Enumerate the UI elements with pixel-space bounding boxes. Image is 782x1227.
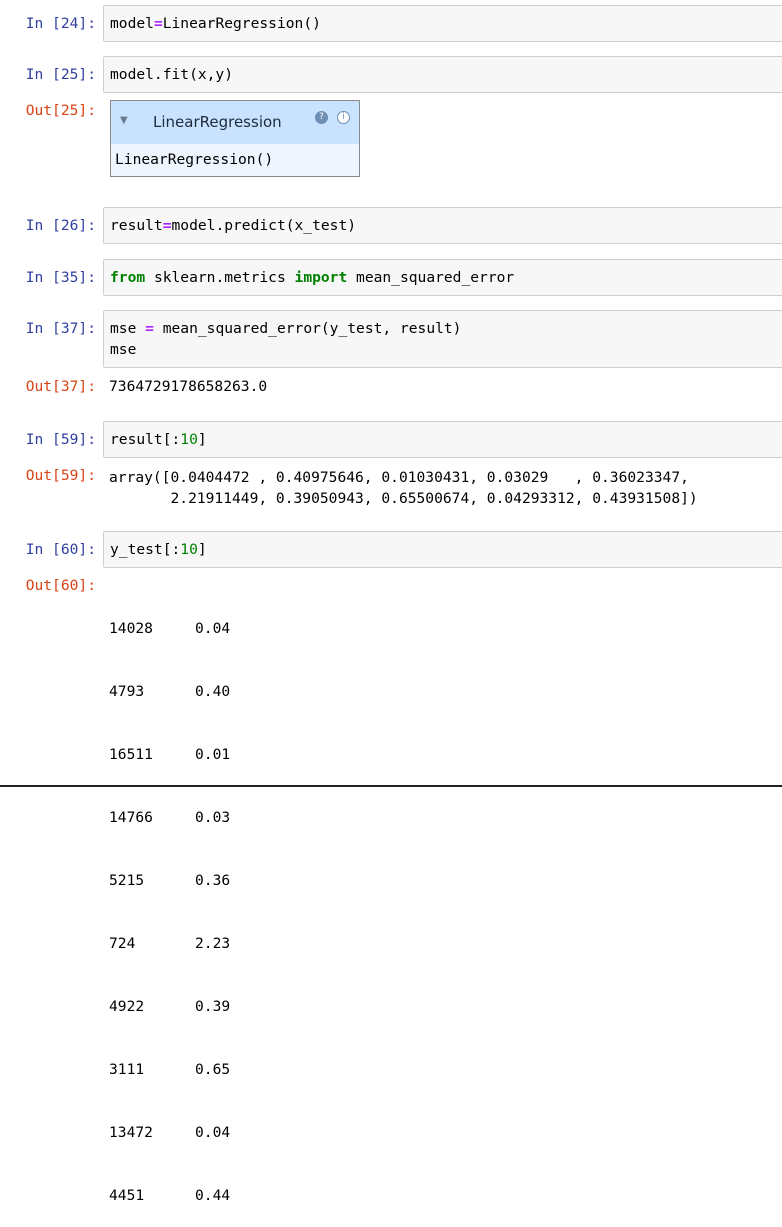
input-prompt: In [24]: (25, 15, 96, 32)
series-row: 13472 0.04 (109, 1122, 230, 1143)
input-prompt: In [26]: (25, 217, 96, 234)
code-editor[interactable]: result[:10] (103, 421, 782, 458)
code-editor[interactable]: result=model.predict(x_test) (103, 207, 782, 244)
output-prompt: Out[59]: (25, 467, 96, 484)
number-literal: 10 (180, 431, 198, 448)
series-index: 5215 (109, 872, 145, 889)
keyword: from (110, 269, 146, 286)
series-value: 0.04 (195, 620, 231, 637)
series-row: 14028 0.04 (109, 618, 230, 639)
code-text: model (110, 15, 154, 32)
code-text: sklearn.metrics (145, 269, 295, 286)
series-value: 0.40 (195, 683, 231, 700)
code-text: mse (110, 320, 146, 337)
estimator-title: LinearRegression (153, 113, 282, 131)
input-prompt: In [37]: (25, 320, 96, 337)
series-index: 13472 (109, 1124, 153, 1141)
output-line: 2.21911449, 0.39050943, 0.65500674, 0.04… (109, 490, 698, 507)
series-value: 0.04 (195, 1124, 231, 1141)
series-row: 724 2.23 (109, 933, 230, 954)
output-prompt: Out[37]: (25, 378, 96, 395)
bottom-divider (0, 785, 782, 787)
series-value: 0.65 (195, 1061, 231, 1078)
series-value: 0.44 (195, 1187, 231, 1204)
series-row: 4793 0.40 (109, 681, 230, 702)
series-row: 3111 0.65 (109, 1059, 230, 1080)
code-text: result[: (110, 431, 181, 448)
code-editor[interactable]: mse = mean_squared_error(y_test, result)… (103, 310, 782, 368)
code-text: y_test[: (110, 541, 181, 558)
series-value: 0.03 (195, 809, 231, 826)
code-text: ] (197, 541, 207, 558)
series-index: 4793 (109, 683, 145, 700)
series-row: 4451 0.44 (109, 1185, 230, 1206)
series-value: 0.01 (195, 746, 231, 763)
output-line: array([0.0404472 , 0.40975646, 0.0103043… (109, 469, 689, 486)
series-value: 0.36 (195, 872, 231, 889)
estimator-widget[interactable]: ▼ LinearRegression ? i LinearRegression(… (110, 100, 360, 177)
series-row: 16511 0.01 (109, 744, 230, 765)
code-text: mse (110, 341, 137, 358)
estimator-repr: LinearRegression() (111, 144, 359, 176)
series-output: 14028 0.04 4793 0.40 16511 0.01 14766 0.03 5… (109, 576, 230, 1227)
series-row: 4922 0.39 (109, 996, 230, 1017)
code-editor[interactable]: y_test[:10] (103, 531, 782, 568)
code-text: mean_squared_error(y_test, result) (153, 320, 462, 337)
collapse-arrow-icon[interactable]: ▼ (120, 115, 128, 126)
series-index: 14028 (109, 620, 153, 637)
estimator-header[interactable]: ▼ LinearRegression ? i (111, 101, 359, 144)
output-array: array([0.0404472 , 0.40975646, 0.0103043… (109, 467, 698, 509)
input-prompt: In [35]: (25, 269, 96, 286)
code-text: model.predict(x_test) (171, 217, 357, 234)
input-prompt: In [60]: (25, 541, 96, 558)
output-text: 7364729178658263.0 (109, 378, 268, 395)
code-text: mean_squared_error (347, 269, 515, 286)
code-operator: = (162, 217, 172, 234)
input-prompt: In [59]: (25, 431, 96, 448)
code-editor[interactable]: model.fit(x,y) (103, 56, 782, 93)
number-literal: 10 (180, 541, 198, 558)
series-value: 2.23 (195, 935, 231, 952)
code-text: result (110, 217, 163, 234)
series-row: 14766 0.03 (109, 807, 230, 828)
code-editor[interactable]: from sklearn.metrics import mean_squared… (103, 259, 782, 296)
series-index: 4922 (109, 998, 145, 1015)
series-value: 0.39 (195, 998, 231, 1015)
series-index: 16511 (109, 746, 153, 763)
info-icon[interactable]: i (337, 111, 350, 124)
help-icon[interactable]: ? (315, 111, 328, 124)
series-index: 4451 (109, 1187, 145, 1204)
code-editor[interactable]: model=LinearRegression() (103, 5, 782, 42)
series-row: 5215 0.36 (109, 870, 230, 891)
output-prompt: Out[60]: (25, 577, 96, 594)
code-operator: = (153, 15, 163, 32)
code-text: LinearRegression() (162, 15, 321, 32)
series-index: 3111 (109, 1061, 145, 1078)
keyword: import (294, 269, 348, 286)
series-index: 724 (109, 935, 136, 952)
output-prompt: Out[25]: (25, 102, 96, 119)
code-text: model.fit(x,y) (110, 66, 234, 83)
code-text: ] (197, 431, 207, 448)
input-prompt: In [25]: (25, 66, 96, 83)
code-operator: = (145, 320, 154, 337)
series-index: 14766 (109, 809, 153, 826)
